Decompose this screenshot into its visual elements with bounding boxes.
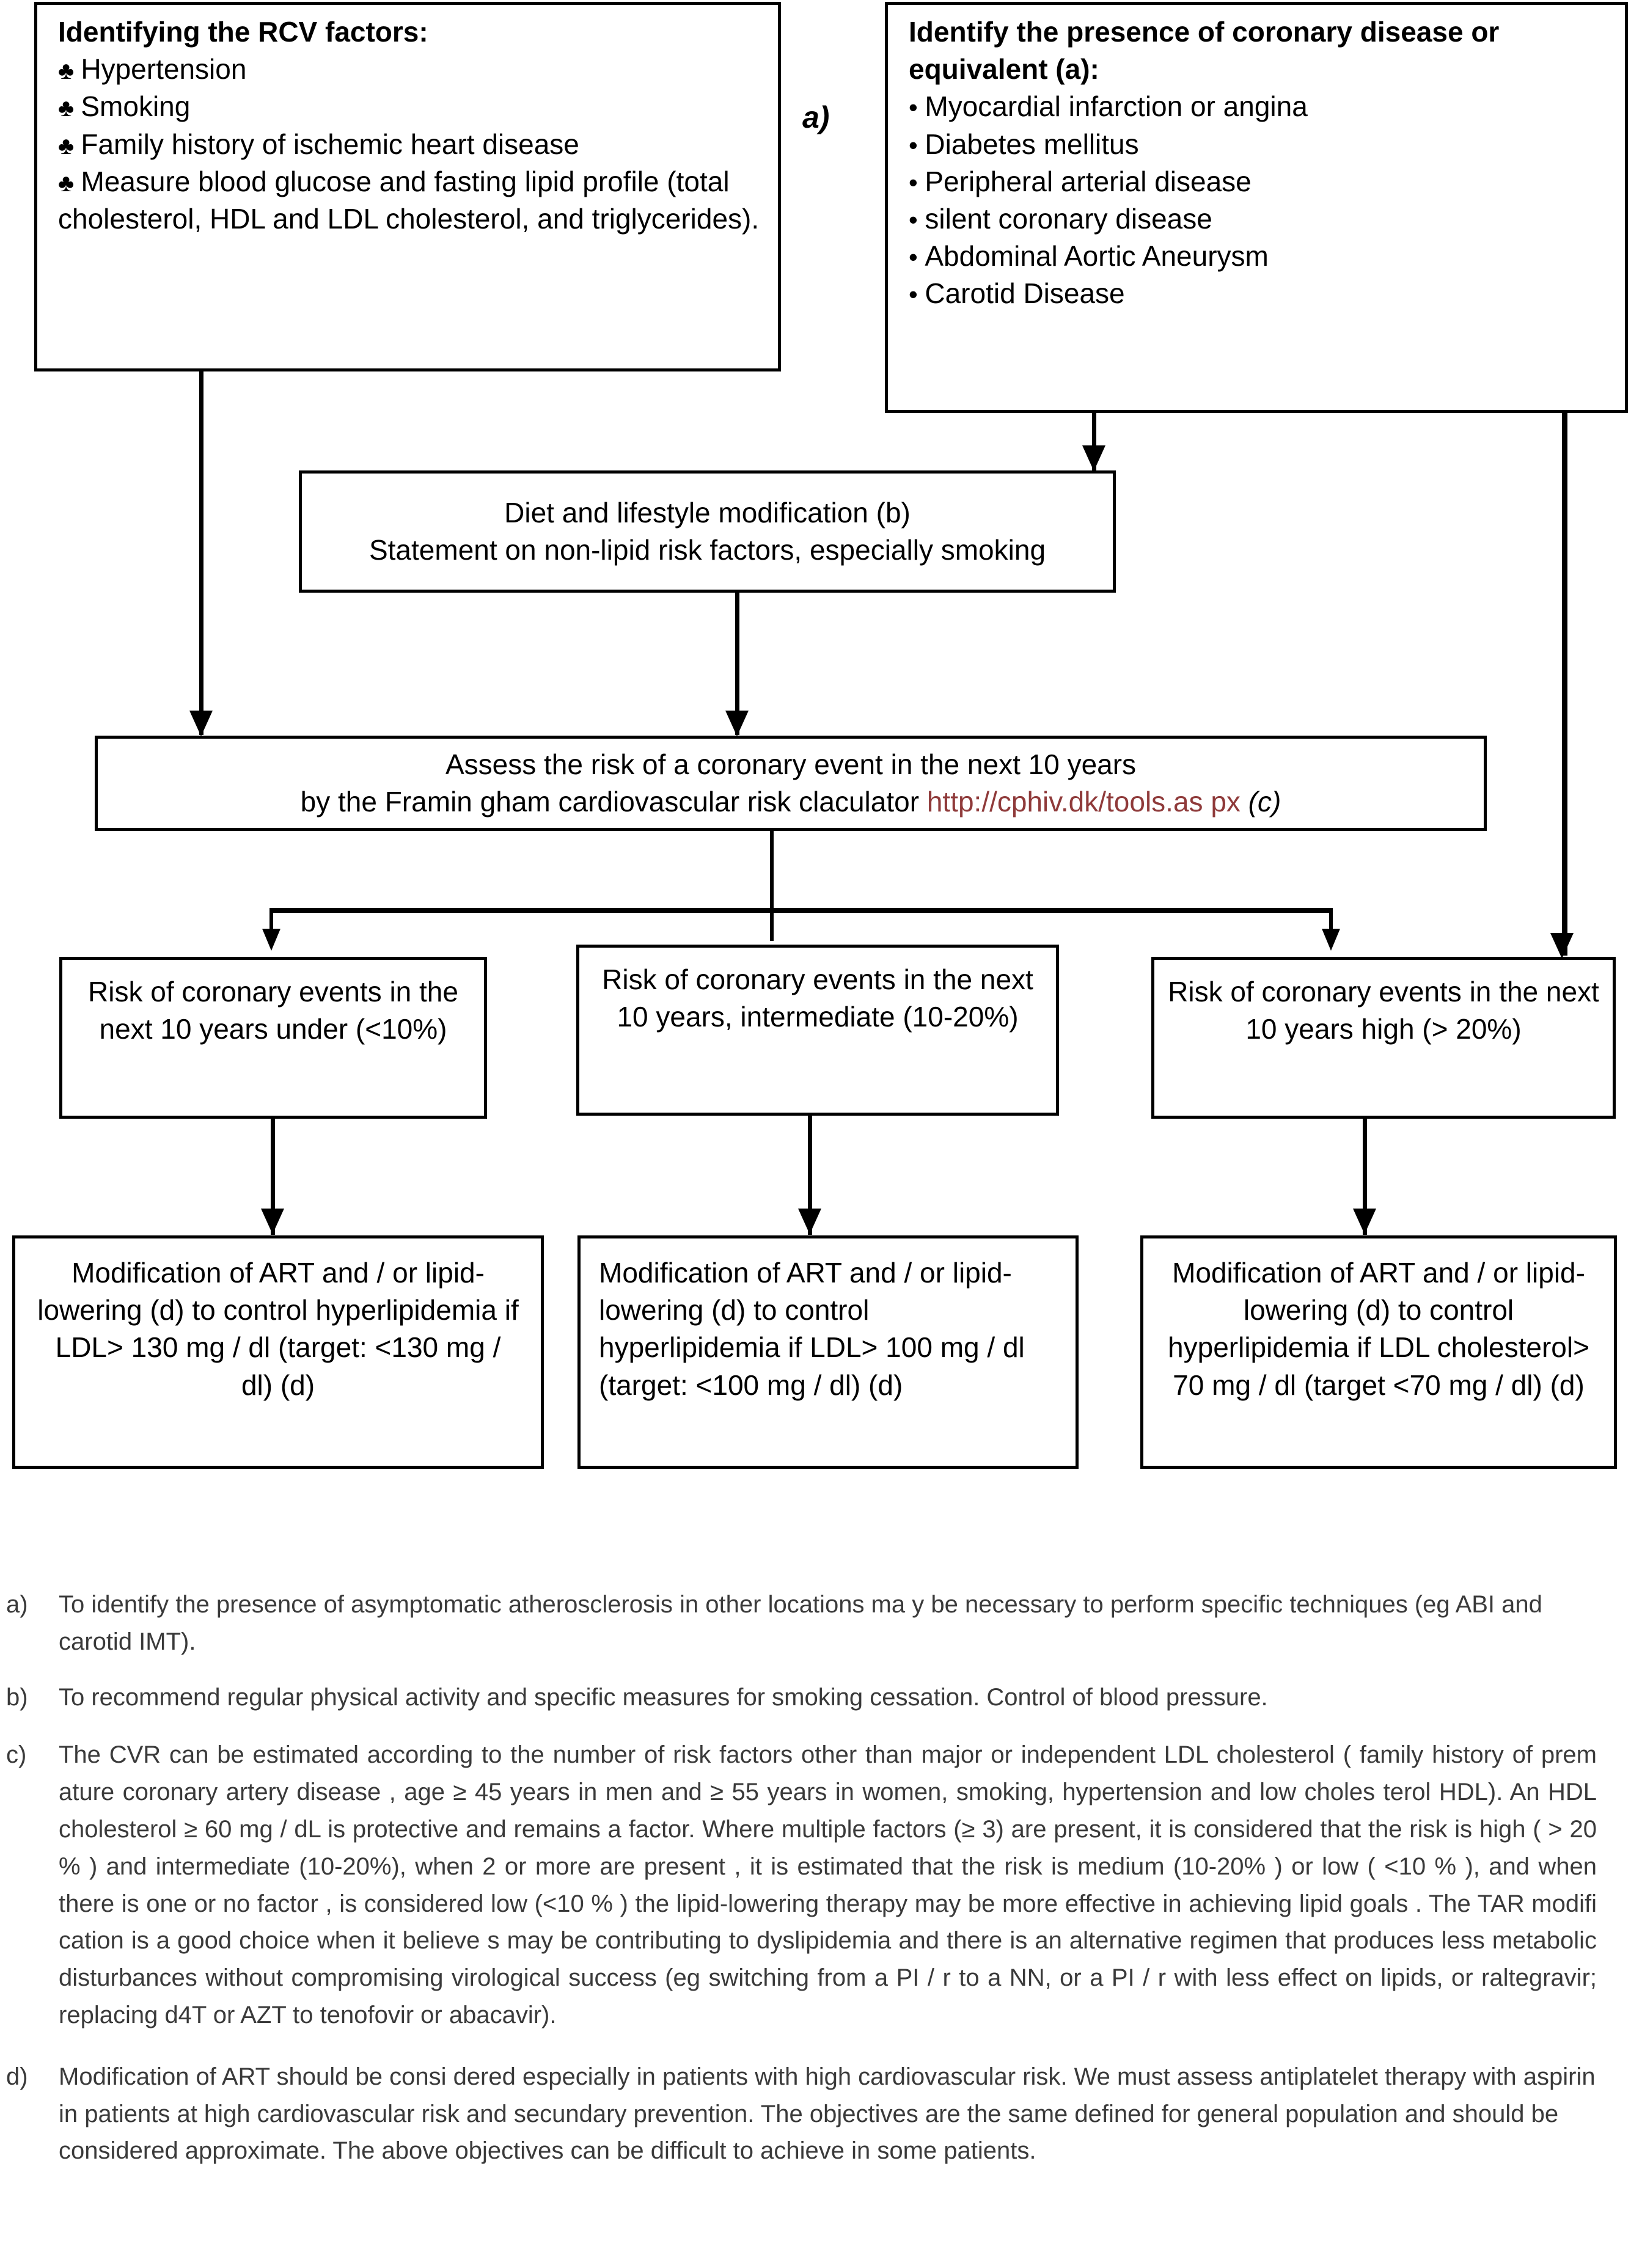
box-rcv-factors-heading: Identifying the RCV factors: bbox=[58, 16, 428, 48]
connector-branch-low bbox=[269, 908, 273, 938]
footnote-text: To recommend regular physical activity a… bbox=[59, 1683, 1268, 1711]
connector-intermediate-to-action bbox=[808, 1116, 812, 1235]
connector-rcv-to-assess bbox=[199, 371, 203, 735]
connector-coronary-to-diet bbox=[1092, 413, 1096, 471]
list-item: Diabetes mellitus bbox=[909, 126, 1613, 163]
connector-assess-stem bbox=[770, 831, 774, 941]
footnote-marker: a) bbox=[6, 1591, 28, 1618]
box-action-intermediate-text: Modification of ART and / or lipid-lower… bbox=[599, 1257, 1025, 1401]
box-action-low-text: Modification of ART and / or lipid-lower… bbox=[37, 1257, 519, 1401]
connector-branch-intermediate bbox=[770, 908, 774, 935]
list-item: Smoking bbox=[58, 88, 766, 125]
box-diet-lifestyle-line2: Statement on non-lipid risk factors, esp… bbox=[368, 534, 1046, 566]
connector-high-to-action bbox=[1363, 1119, 1367, 1235]
arrowhead-diet-to-assess bbox=[725, 711, 749, 736]
list-item: Family history of ischemic heart disease bbox=[58, 126, 766, 163]
box-risk-intermediate: Risk of coronary events in the next 10 y… bbox=[576, 945, 1059, 1116]
box-risk-low: Risk of coronary events in the next 10 y… bbox=[59, 957, 487, 1119]
footnote-text: To identify the presence of asymptomatic… bbox=[59, 1591, 1542, 1655]
arrowhead-branch-high bbox=[1322, 929, 1340, 951]
box-assess-risk-line2: by the Framin gham cardiovascular risk c… bbox=[112, 783, 1469, 821]
box-diet-lifestyle-line1: Diet and lifestyle modification (b) bbox=[504, 496, 911, 529]
footnote-marker: d) bbox=[6, 2063, 28, 2090]
list-item: Measure blood glucose and fasting lipid … bbox=[58, 163, 766, 238]
arrowhead-high-to-action bbox=[1353, 1209, 1376, 1234]
box-risk-low-text: Risk of coronary events in the next 10 y… bbox=[88, 976, 458, 1045]
box-action-high: Modification of ART and / or lipid-lower… bbox=[1140, 1235, 1617, 1469]
box-assess-risk: Assess the risk of a coronary event in t… bbox=[95, 736, 1487, 831]
footnote-c: c) The CVR can be estimated according to… bbox=[0, 1736, 1631, 2033]
box-diet-lifestyle: Diet and lifestyle modification (b) Stat… bbox=[299, 470, 1116, 593]
connector-branch-high bbox=[1329, 908, 1333, 938]
assess-risk-text-prefix: by the Framin gham cardiovascular risk c… bbox=[300, 786, 927, 818]
list-item: Abdominal Aortic Aneurysm bbox=[909, 238, 1613, 275]
box-action-high-text: Modification of ART and / or lipid-lower… bbox=[1168, 1257, 1589, 1401]
connector-diet-to-assess bbox=[735, 593, 739, 735]
footnote-text: The CVR can be estimated according to th… bbox=[59, 1741, 1597, 2028]
box-assess-risk-line1: Assess the risk of a coronary event in t… bbox=[445, 748, 1137, 780]
arrowhead-coronary-to-diet bbox=[1082, 445, 1105, 471]
list-item: Peripheral arterial disease bbox=[909, 163, 1613, 200]
list-item: Carotid Disease bbox=[909, 275, 1613, 312]
connector-assess-distributor bbox=[269, 908, 1333, 913]
footnote-marker: c) bbox=[6, 1741, 27, 1769]
box-risk-high-text: Risk of coronary events in the next 10 y… bbox=[1168, 976, 1599, 1045]
box-risk-intermediate-text: Risk of coronary events in the next 10 y… bbox=[602, 964, 1033, 1033]
list-item: silent coronary disease bbox=[909, 200, 1613, 238]
box-coronary-presence: Identify the presence of coronary diseas… bbox=[885, 2, 1628, 413]
framingham-calculator-link[interactable]: http://cphiv.dk/tools.as px bbox=[926, 786, 1241, 818]
box-coronary-presence-list: Myocardial infarction or angina Diabetes… bbox=[909, 88, 1613, 312]
box-action-intermediate: Modification of ART and / or lipid-lower… bbox=[577, 1235, 1079, 1469]
arrowhead-rcv-to-assess bbox=[189, 711, 213, 736]
connector-coronary-to-high-risk bbox=[1562, 413, 1567, 956]
footnotes-section: a) To identify the presence of asymptoma… bbox=[0, 1586, 1631, 2188]
arrowhead-branch-low bbox=[262, 929, 280, 951]
connector-low-to-action bbox=[271, 1119, 275, 1235]
arrowhead-low-to-action bbox=[261, 1209, 284, 1234]
panel-label-a: a) bbox=[802, 100, 830, 134]
assess-risk-footnote-ref: (c) bbox=[1240, 786, 1281, 818]
footnote-b: b) To recommend regular physical activit… bbox=[0, 1679, 1631, 1716]
footnote-text: Modification of ART should be consi dere… bbox=[59, 2063, 1596, 2165]
box-rcv-factors-list: Hypertension Smoking Family history of i… bbox=[58, 51, 766, 238]
footnote-a: a) To identify the presence of asymptoma… bbox=[0, 1586, 1631, 1661]
box-coronary-presence-heading: Identify the presence of coronary diseas… bbox=[909, 16, 1500, 86]
box-risk-high: Risk of coronary events in the next 10 y… bbox=[1151, 957, 1616, 1119]
list-item: Hypertension bbox=[58, 51, 766, 88]
box-action-low: Modification of ART and / or lipid-lower… bbox=[12, 1235, 544, 1469]
box-rcv-factors: Identifying the RCV factors: Hypertensio… bbox=[34, 2, 781, 371]
footnote-marker: b) bbox=[6, 1683, 28, 1711]
list-item: Myocardial infarction or angina bbox=[909, 88, 1613, 125]
arrowhead-coronary-to-high-risk bbox=[1550, 933, 1574, 959]
arrowhead-intermediate-to-action bbox=[798, 1209, 821, 1234]
footnote-d: d) Modification of ART should be consi d… bbox=[0, 2058, 1631, 2170]
